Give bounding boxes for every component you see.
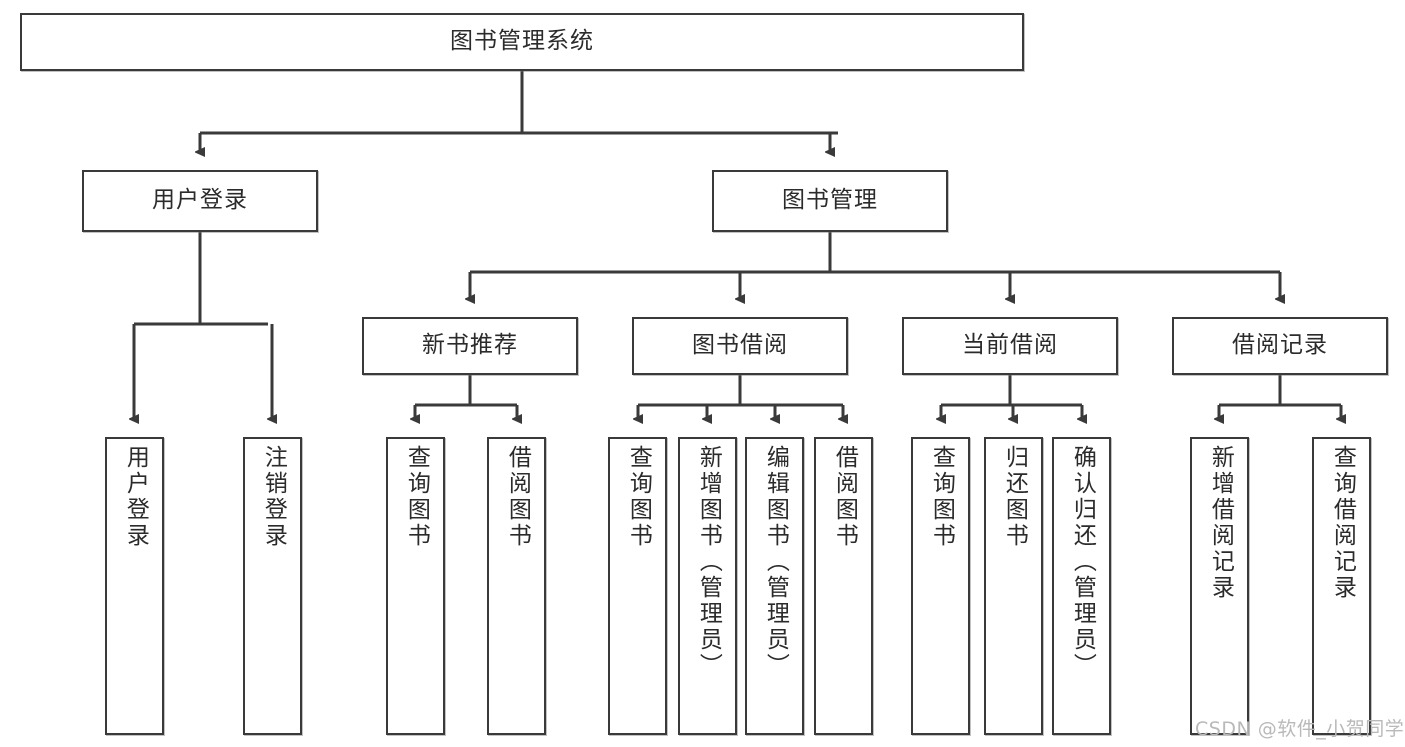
node-borrow-record-label: 借阅记录 xyxy=(1232,332,1328,359)
node-leaf-query-record-label: 查询借阅记录 xyxy=(1329,445,1356,601)
node-leaf-return-book-label: 归还图书 xyxy=(1001,445,1028,549)
node-leaf-query-book-3-label: 查询图书 xyxy=(928,445,955,549)
node-user-login-label: 用户登录 xyxy=(152,187,248,214)
node-book-manage[interactable]: 图书管理 xyxy=(712,170,948,232)
node-borrow-record[interactable]: 借阅记录 xyxy=(1172,317,1388,375)
node-leaf-edit-book-label: 编辑图书（管理员） xyxy=(762,445,789,679)
node-leaf-borrow-book-2-label: 借阅图书 xyxy=(831,445,858,549)
node-leaf-add-record-label: 新增借阅记录 xyxy=(1207,445,1234,601)
node-leaf-borrow-book-1-label: 借阅图书 xyxy=(504,445,531,549)
node-book-manage-label: 图书管理 xyxy=(782,187,878,214)
node-leaf-user-login-label: 用户登录 xyxy=(122,445,149,549)
node-leaf-query-book-1[interactable]: 查询图书 xyxy=(386,437,445,735)
node-leaf-borrow-book-2[interactable]: 借阅图书 xyxy=(814,437,873,735)
node-new-book-recommend[interactable]: 新书推荐 xyxy=(362,317,578,375)
node-leaf-edit-book[interactable]: 编辑图书（管理员） xyxy=(745,437,804,735)
node-leaf-query-book-2-label: 查询图书 xyxy=(625,445,652,549)
node-leaf-user-logout-label: 注销登录 xyxy=(260,445,287,549)
node-leaf-query-book-3[interactable]: 查询图书 xyxy=(911,437,970,735)
node-leaf-user-logout[interactable]: 注销登录 xyxy=(243,437,302,735)
node-root-label: 图书管理系统 xyxy=(450,28,594,55)
node-leaf-confirm-return[interactable]: 确认归还（管理员） xyxy=(1052,437,1111,735)
node-leaf-confirm-return-label: 确认归还（管理员） xyxy=(1069,445,1096,679)
node-current-borrow[interactable]: 当前借阅 xyxy=(902,317,1118,375)
node-leaf-borrow-book-1[interactable]: 借阅图书 xyxy=(487,437,546,735)
node-leaf-return-book[interactable]: 归还图书 xyxy=(984,437,1043,735)
node-leaf-add-record[interactable]: 新增借阅记录 xyxy=(1190,437,1249,735)
node-leaf-query-record[interactable]: 查询借阅记录 xyxy=(1312,437,1371,735)
node-user-login[interactable]: 用户登录 xyxy=(82,170,318,232)
node-leaf-user-login[interactable]: 用户登录 xyxy=(105,437,164,735)
node-book-borrow-label: 图书借阅 xyxy=(692,332,788,359)
csdn-watermark: CSDN @软件_小贺同学 xyxy=(1195,718,1405,740)
node-current-borrow-label: 当前借阅 xyxy=(962,332,1058,359)
node-root[interactable]: 图书管理系统 xyxy=(20,13,1024,71)
node-leaf-query-book-1-label: 查询图书 xyxy=(403,445,430,549)
node-leaf-add-book-label: 新增图书（管理员） xyxy=(695,445,722,679)
node-new-book-recommend-label: 新书推荐 xyxy=(422,332,518,359)
node-book-borrow[interactable]: 图书借阅 xyxy=(632,317,848,375)
node-leaf-add-book[interactable]: 新增图书（管理员） xyxy=(678,437,737,735)
node-leaf-query-book-2[interactable]: 查询图书 xyxy=(608,437,667,735)
